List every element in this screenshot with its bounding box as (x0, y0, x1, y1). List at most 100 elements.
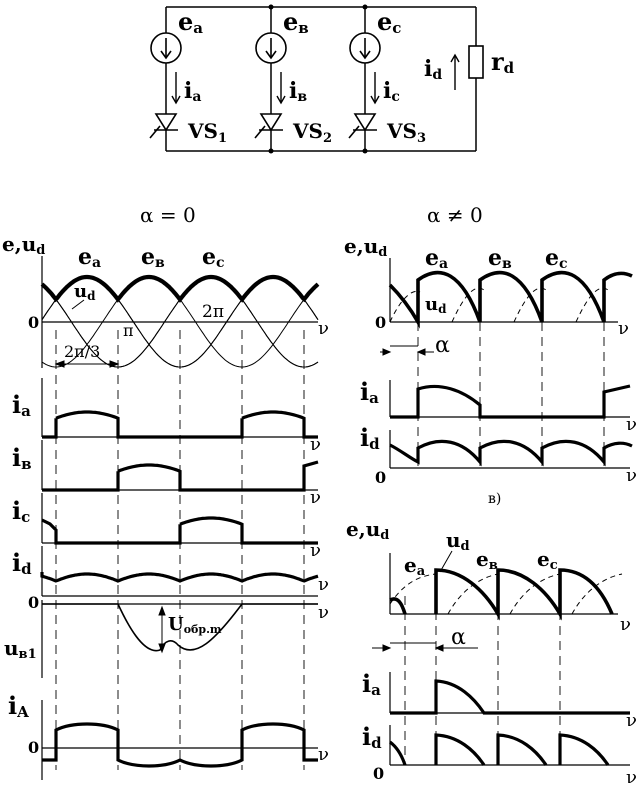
left-nu-6: ν (318, 602, 329, 623)
rt-alpha-dimension (380, 345, 434, 356)
left-label-pi: π (123, 321, 134, 340)
left-eu-axes (41, 256, 318, 368)
left-iA-wave (42, 722, 318, 768)
rt-label-ea: ea (425, 245, 448, 272)
label-ib: iв (289, 78, 307, 105)
rt-label-id: id (360, 423, 380, 453)
rb-label-ea: ea (404, 553, 426, 579)
left-ib-pulse (42, 460, 319, 492)
label-ea: ea (178, 7, 203, 37)
rt-nu-3: ν (626, 465, 637, 486)
source-ec (349, 32, 381, 64)
rt-current-axes (389, 380, 630, 469)
left-nu-5: ν (318, 574, 329, 595)
rb-phase-dashed (389, 573, 623, 615)
rb-label-ec: ec (537, 547, 558, 573)
junction-dots (268, 4, 368, 154)
left-label-ic: ic (12, 496, 30, 526)
left-label-eb: eв (141, 244, 165, 271)
left-label-period: 2π/3 (64, 342, 100, 361)
label-ia: ia (184, 78, 201, 105)
rt-label-eb: eв (488, 245, 512, 272)
rt-label-zero-id: 0 (375, 468, 386, 487)
right-bottom-dashed-guides (404, 596, 561, 765)
heading-alpha-zero: α = 0 (140, 203, 196, 227)
rt-phase-dashed (389, 287, 609, 323)
left-label-ia: ia (12, 390, 31, 420)
left-label-two-pi: 2π (202, 302, 224, 322)
source-ea (150, 32, 182, 64)
rb-alpha-dimension (372, 642, 478, 652)
rt-label-zero: 0 (375, 313, 386, 332)
label-vs3: VS3 (386, 119, 426, 146)
source-eb (255, 32, 287, 64)
left-ia-pulse (42, 410, 318, 439)
uobr-dimension (158, 605, 166, 654)
rb-current-axes (389, 672, 630, 766)
label-ec: ec (377, 7, 401, 37)
circuit-labels: ea eв ec ia iв ic VS1 VS2 VS3 id rd (178, 7, 515, 146)
rt-nu-1: ν (618, 318, 629, 339)
left-ud-envelope (40, 274, 320, 303)
rb-nu-1: ν (620, 614, 631, 635)
left-ud-pointer (71, 299, 85, 310)
left-nu-7: ν (318, 744, 329, 765)
rb-ud-wave (389, 568, 614, 621)
rb-ia-pulse (390, 679, 630, 715)
left-label-zero-iA: 0 (28, 738, 39, 757)
rb-label-ud: ud (446, 528, 470, 554)
left-label-id: id (12, 548, 32, 578)
rb-label-zero: 0 (373, 764, 384, 783)
left-label-uobr: Uобр.m (168, 614, 222, 636)
left-label-zero-ub: 0 (28, 593, 39, 612)
rt-eu-axes (389, 258, 618, 323)
rt-label-ud: ud (425, 294, 447, 316)
label-rd: rd (491, 47, 515, 77)
label-ic: ic (383, 78, 400, 105)
left-ic-pulse (41, 516, 318, 545)
left-label-ub1: uв1 (4, 636, 37, 662)
rt-caption: в) (488, 491, 501, 507)
rt-label-ia: ia (360, 377, 379, 407)
resistor-rd (468, 45, 484, 79)
left-label-zero: 0 (28, 313, 39, 332)
left-label-ib: iв (12, 443, 32, 473)
thyristor-vs2 (254, 113, 283, 139)
left-label-ea: ea (78, 244, 101, 271)
rb-label-alpha: α (451, 625, 466, 650)
rb-eu-axes (389, 553, 618, 615)
label-id: id (424, 56, 442, 83)
rb-axis-eu: e,ud (346, 517, 389, 543)
rt-ia-pulse (390, 384, 631, 419)
rt-label-alpha: α (435, 333, 450, 358)
rb-nu-2: ν (626, 710, 637, 731)
left-nu-3: ν (310, 487, 321, 508)
rb-id-wave (389, 733, 610, 766)
left-id-wave (40, 572, 319, 583)
rt-nu-2: ν (626, 414, 637, 435)
rt-ud-wave (388, 270, 633, 329)
label-eb: eв (283, 7, 309, 37)
thyristor-vs3 (348, 113, 377, 139)
rb-label-eb: eв (476, 547, 498, 573)
heading-alpha-nonzero: α ≠ 0 (427, 203, 483, 227)
label-vs2: VS2 (292, 119, 332, 146)
left-label-ec: ec (202, 244, 225, 271)
rt-axis-eu: e,ud (344, 234, 387, 260)
rb-label-id: id (362, 722, 382, 752)
rb-nu-3: ν (626, 767, 637, 788)
left-label-ud: ud (74, 281, 96, 303)
rt-id-wave (389, 439, 633, 467)
left-iA-axes (41, 700, 318, 780)
left-nu-2: ν (310, 434, 321, 455)
left-nu-1: ν (318, 318, 329, 339)
thyristor-vs1 (149, 113, 178, 139)
left-ub1-wave (42, 603, 318, 652)
circuit-schematic (165, 6, 477, 152)
rt-label-ec: ec (545, 245, 568, 272)
left-dashed-guides (55, 330, 305, 770)
current-arrows (171, 53, 460, 105)
left-nu-4: ν (310, 540, 321, 561)
